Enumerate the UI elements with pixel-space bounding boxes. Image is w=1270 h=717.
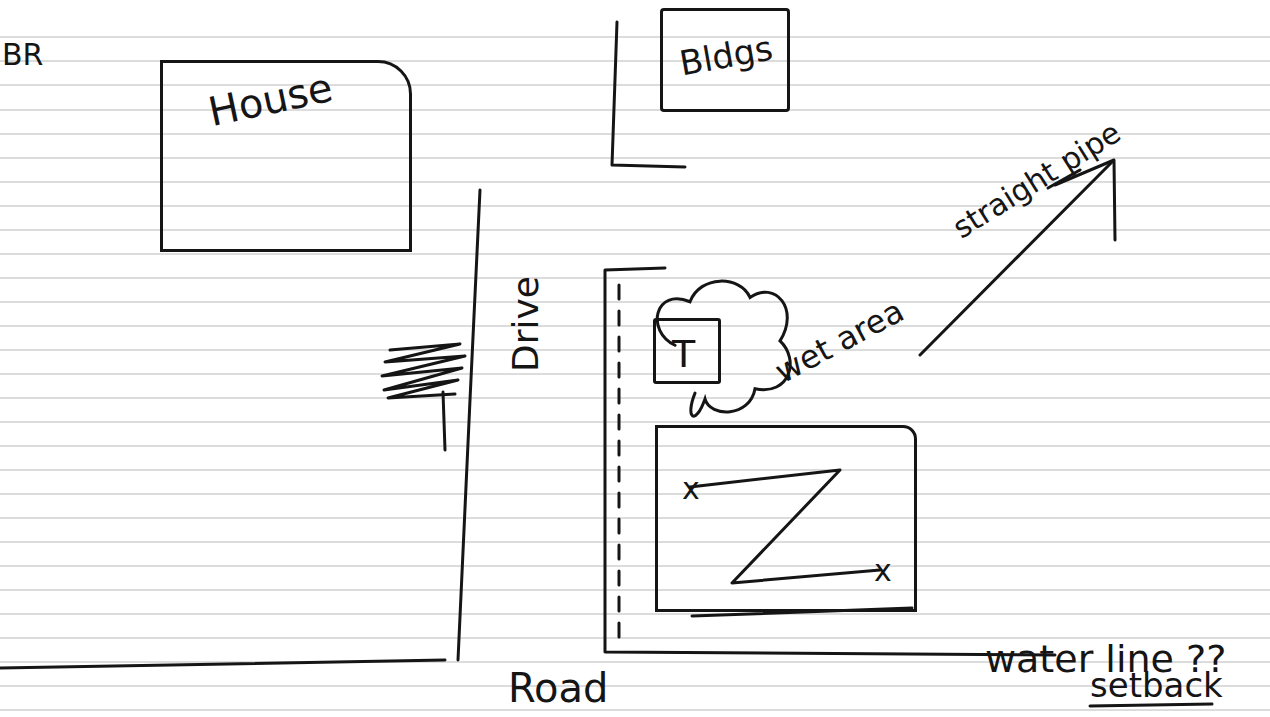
building-box: Bldgs: [660, 8, 790, 112]
road-line: [0, 660, 445, 668]
drain-field-box: xx: [655, 425, 917, 612]
pipe-note: straight pipe: [948, 117, 1126, 243]
drain-field-zigzag: [690, 470, 880, 583]
tree-symbol: [382, 344, 465, 450]
drive-line: [458, 190, 480, 660]
field-mark: x: [874, 556, 892, 586]
house-box: House: [160, 60, 412, 252]
lot-outline: [605, 268, 1055, 655]
road-label: Road: [508, 668, 608, 708]
building-bracket: [612, 22, 685, 167]
page-margin-note: BR: [2, 40, 43, 70]
field-mark: x: [682, 474, 700, 504]
tank-box: T: [653, 318, 721, 384]
notebook-lines: [0, 37, 1270, 710]
dashed-setback-line: [618, 285, 621, 642]
drive-label: Drive: [508, 276, 544, 372]
tank-label: T: [672, 335, 695, 373]
house-label: House: [205, 67, 336, 132]
wet-area-cloud: wet areaT: [645, 280, 795, 425]
building-label: Bldgs: [677, 31, 775, 81]
setback-note: setback: [1090, 668, 1223, 702]
setback-underline: [1090, 704, 1212, 706]
